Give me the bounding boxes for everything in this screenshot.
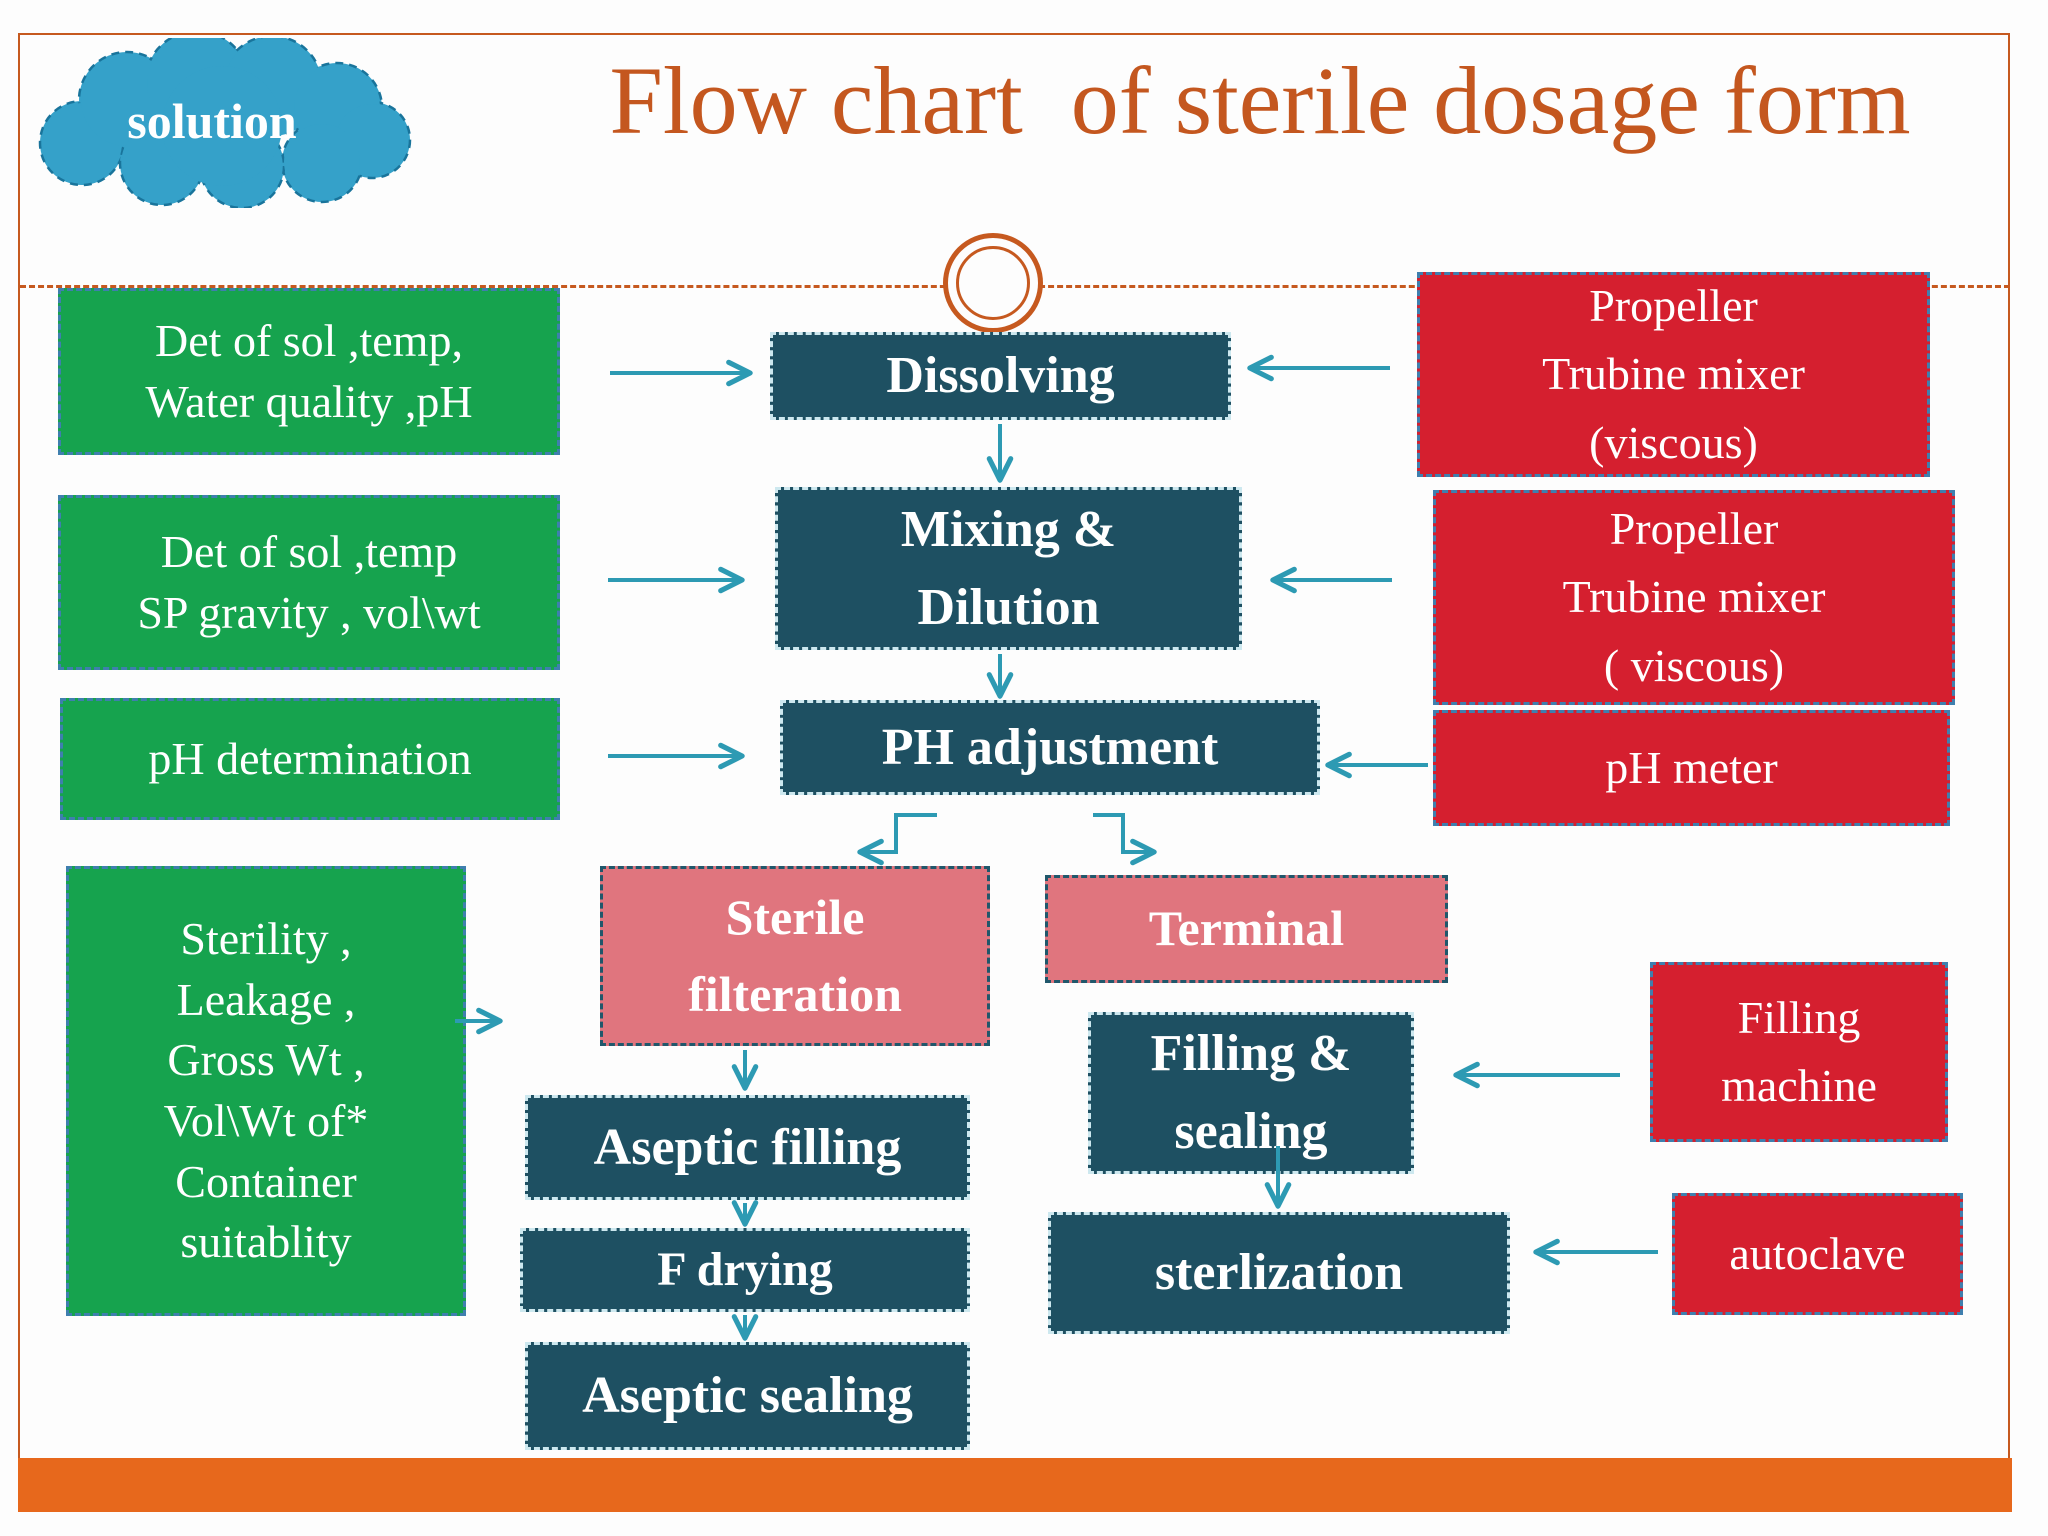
process-box-filling-sealing: Filling & sealing [1088, 1012, 1414, 1174]
cloud-icon [38, 29, 412, 210]
equipment-box-filling-machine: Filling machine [1650, 962, 1948, 1142]
process-box-dissolving: Dissolving [770, 332, 1231, 420]
process-box-aseptic-sealing: Aseptic sealing [525, 1342, 970, 1450]
input-box-ph-determination: pH determination [60, 698, 560, 820]
input-box-quality-tests: Sterility , Leakage , Gross Wt , Vol\Wt … [66, 866, 466, 1316]
ring-ornament [943, 233, 1043, 333]
process-box-sterlization: sterlization [1048, 1212, 1510, 1334]
equipment-box-autoclave: autoclave [1672, 1193, 1963, 1315]
bottom-accent-bar [18, 1458, 2012, 1512]
process-box-mixing-dilution: Mixing & Dilution [775, 487, 1242, 650]
branch-box-terminal: Terminal [1045, 875, 1448, 983]
ring-ornament-inner [956, 246, 1030, 320]
cloud-label: solution [127, 93, 297, 149]
process-box-f-drying: F drying [520, 1228, 970, 1312]
branch-box-sterile-filteration: Sterile filteration [600, 866, 990, 1046]
equipment-box-ph-meter: pH meter [1433, 710, 1950, 826]
equipment-box-propeller-mixer-1: Propeller Trubine mixer (viscous) [1417, 272, 1930, 477]
cloud-shape [22, 29, 426, 210]
input-box-det-sol-water: Det of sol ,temp, Water quality ,pH [58, 288, 560, 455]
process-box-aseptic-filling: Aseptic filling [525, 1095, 970, 1200]
equipment-box-propeller-mixer-2: Propeller Trubine mixer ( viscous) [1433, 490, 1955, 705]
page-title: Flow chart of sterile dosage form [609, 47, 1911, 154]
input-box-det-sol-gravity: Det of sol ,temp SP gravity , vol\wt [58, 495, 560, 670]
process-box-ph-adjustment: PH adjustment [780, 700, 1320, 795]
